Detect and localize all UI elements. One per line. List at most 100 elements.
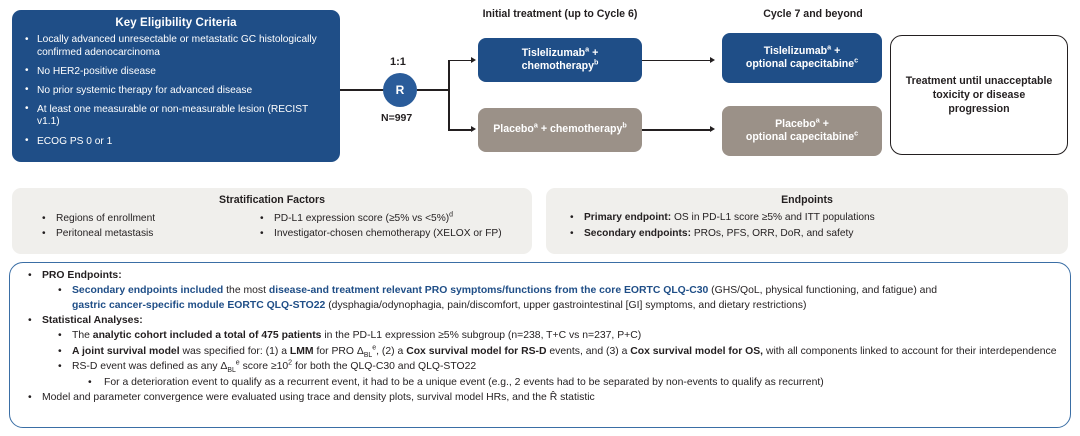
stat-subbullet-recurrent-event: For a deterioration event to qualify as … [20,376,1060,391]
column-header-cycle7: Cycle 7 and beyond [763,8,863,20]
stat2-plain-2: , (2) a [376,345,407,357]
list-item: Investigator-chosen chemotherapy (XELOX … [258,226,502,241]
stat2-bold-cox-rsd: Cox survival model for RS-D [406,345,547,357]
footnote-marker-e: e [372,344,377,352]
sample-size-label: N=997 [381,112,413,124]
stat2-plain-4: with all components linked to account fo… [763,345,1057,357]
randomization-ratio: 1:1 [390,56,406,68]
stat2-plain-1: was specified for: (1) a [179,345,290,357]
footnote-marker-2: 2 [288,359,293,367]
pro-sec-bold-3: gastric cancer-specific module EORTC QLQ… [72,299,326,311]
randomization-node: R [383,73,417,107]
list-item: At least one measurable or non-measurabl… [22,103,330,129]
footnote-marker-a: a [585,43,590,53]
connector-r-stem [417,89,449,91]
pro-sec-bold-2: disease-and treatment relevant PRO sympt… [268,285,709,296]
arm-label-placebo: Placebo [493,123,534,136]
pro-sec-plain-2: (GHS/QoL, physical functioning, and fati… [708,285,938,296]
endpoints-list: Primary endpoint: OS in PD-L1 score ≥5% … [546,210,1068,241]
stat3-post: for both the QLQ-C30 and QLQ-STO22 [292,361,477,373]
eligibility-list: Locally advanced unresectable or metasta… [22,33,330,149]
subscript-bl: BL [227,367,236,375]
connector-placebo-to-cycle7 [642,129,710,131]
list-item: Primary endpoint: OS in PD-L1 score ≥5% … [568,210,1068,226]
stat3-score: score ≥10 [239,361,289,373]
treatment-duration-line1: Treatment until unacceptable [905,75,1053,87]
treatment-duration-line2: toxicity or disease progression [932,89,1026,115]
arm-box-tislelizumab-capecitabine: Tislelizumaba + optional capecitabinec [722,33,882,83]
list-item: ECOG PS 0 or 1 [22,135,330,149]
connector-elig-to-r [340,89,384,91]
arm-label-chemo: + chemotherapy [537,123,623,136]
footnote-marker-c: c [854,128,859,138]
stat2-plain-3: events, and (3) a [546,345,631,357]
stat-bullet-joint-model: A joint survival model was specified for… [20,344,1060,360]
primary-endpoint-label: Primary endpoint: [584,212,672,223]
arm-label-plus: + [589,46,599,59]
footnote-marker-b: b [622,120,627,130]
stat-bullet-cohort: The analytic cohort included a total of … [20,329,1060,344]
stat-bullet-convergence: Model and parameter convergence were eva… [20,391,1060,406]
arm-label-placebo: Placebo [775,117,816,130]
treatment-duration-box: Treatment until unacceptable toxicity or… [890,35,1068,155]
stat4-text: Model and parameter convergence were eva… [42,391,595,403]
stratification-title: Stratification Factors [219,194,325,206]
arm-box-placebo-chemo: Placeboa + chemotherapyb [478,108,642,152]
arm-box-tislelizumab-chemo: Tislelizumaba + chemotherapyb [478,38,642,82]
list-item: Locally advanced unresectable or metasta… [22,33,330,59]
secondary-endpoint-label: Secondary endpoints: [584,227,691,239]
arrow-placebo-to-cycle7 [710,126,715,132]
pro-sec-plain-3: (dysphagia/odynophagia, pain/discomfort,… [325,299,807,311]
arm-label-capecitabine: optional capecitabine [745,131,855,143]
list-item: Secondary endpoints: PROs, PFS, ORR, DoR… [568,226,1068,242]
primary-endpoint-text: OS in PD-L1 score ≥5% and ITT population… [671,212,875,223]
footnote-marker-e: e [235,359,240,367]
secondary-endpoint-text: PROs, PFS, ORR, DoR, and safety [690,227,854,239]
stat1-bold: analytic cohort included a total of 475 … [92,330,322,342]
stat1-pre: The [72,330,93,342]
list-item: No HER2-positive disease [22,65,330,79]
footnote-marker-a: a [533,120,538,130]
connector-to-placebo-arm [448,129,472,131]
pro-sec-plain-1: the most [223,285,269,296]
arm-label-capecitabine: optional capecitabine [745,58,855,70]
stat3-pre: RS-D event was defined as any Δ [72,361,228,373]
stat2-bold-1: A joint survival model [72,345,180,357]
stat2-delta: for PRO Δ [313,345,364,357]
eligibility-criteria-box: Key Eligibility Criteria Locally advance… [12,10,340,162]
endpoints-title: Endpoints [781,194,833,206]
pro-secondary-endpoints-text: Secondary endpoints included the most di… [20,284,1060,313]
arm-label-drug: Tislelizumab [763,44,828,57]
footnote-marker-b: b [594,57,599,67]
connector-split-vertical [448,60,450,130]
column-header-initial-treatment: Initial treatment (up to Cycle 6) [482,8,638,20]
footnote-marker-a: a [815,114,820,124]
connector-active-to-cycle7 [642,59,710,62]
endpoints-panel: Endpoints Primary endpoint: OS in PD-L1 … [546,188,1068,254]
arm-label-drug: Tislelizumab [521,46,586,59]
eligibility-title: Key Eligibility Criteria [115,17,237,29]
arrow-to-placebo-arm [471,126,476,132]
arm-box-placebo-capecitabine: Placeboa + optional capecitabinec [722,106,882,156]
pro-sec-bold-1: Secondary endpoints included [72,285,224,296]
arrow-to-active-arm [471,56,476,63]
arm-label-chemo: chemotherapy [521,60,595,72]
subscript-bl: BL [363,351,373,359]
footnote-marker-a: a [827,41,832,51]
pro-endpoints-panel: PRO Endpoints: Secondary endpoints inclu… [9,262,1071,428]
pro-endpoints-heading: PRO Endpoints: [20,269,1060,283]
list-item: Peritoneal metastasis [40,226,258,241]
footnote-marker-c: c [854,55,859,65]
stat2-bold-lmm: LMM [289,345,314,357]
stratification-column-2: PD-L1 expression score (≥5% vs <5%)d Inv… [258,211,502,241]
list-item: PD-L1 expression score (≥5% vs <5%)d [258,211,502,226]
stat2-bold-cox-os: Cox survival model for OS, [630,345,764,357]
list-item: No prior systemic therapy for advanced d… [22,84,330,98]
stratification-pdl1-text: PD-L1 expression score (≥5% vs <5%) [274,213,450,224]
connector-to-active-arm [448,59,472,62]
statistical-analyses-heading: Statistical Analyses: [20,314,1060,328]
stratification-panel: Stratification Factors Regions of enroll… [12,188,532,254]
footnote-marker-d: d [449,211,454,219]
arrow-active-to-cycle7 [710,56,715,63]
